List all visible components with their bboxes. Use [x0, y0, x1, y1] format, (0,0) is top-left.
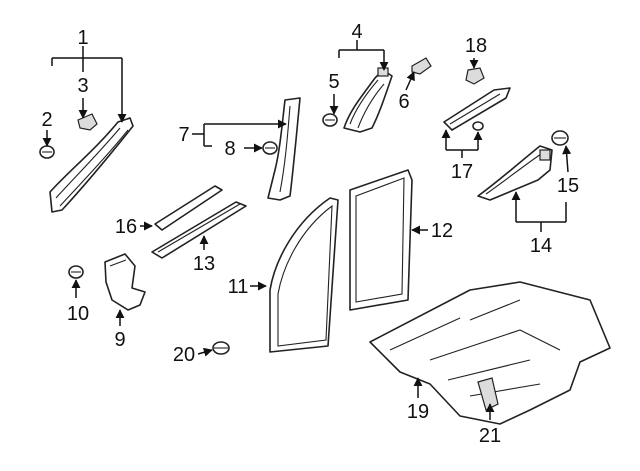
callout-8: 8 [224, 138, 235, 160]
clip-20 [212, 341, 230, 355]
callout-3: 3 [77, 75, 88, 97]
callout-5: 5 [328, 71, 339, 93]
clip-18 [465, 67, 485, 85]
callout-4: 4 [351, 21, 362, 43]
callout-labels: 1 2 3 4 5 6 7 8 9 10 11 12 13 14 15 16 1… [41, 21, 579, 447]
callout-20: 20 [173, 344, 195, 366]
clip-17b [472, 121, 484, 131]
callout-7: 7 [178, 124, 189, 146]
clip-10 [68, 265, 84, 279]
scuff-plate-16 [154, 185, 223, 231]
callout-12: 12 [431, 220, 453, 242]
callout-6: 6 [398, 91, 409, 113]
a-pillar-trim [49, 117, 134, 213]
callout-9: 9 [114, 329, 125, 351]
clip-2 [39, 145, 55, 159]
sill-plate-13 [151, 201, 247, 259]
bracket-3 [77, 113, 98, 131]
bracket-6 [411, 57, 432, 75]
quarter-trim-14 [477, 145, 553, 201]
b-pillar-upper-trim [343, 67, 393, 133]
callout-18: 18 [465, 35, 487, 57]
rear-sill-trim-17 [443, 87, 511, 131]
front-door-weatherstrip [269, 197, 339, 353]
clip-8 [262, 141, 278, 155]
clip-15 [551, 130, 569, 146]
leader-lines [42, 40, 572, 420]
callout-21: 21 [479, 425, 501, 447]
callout-16: 16 [115, 216, 137, 238]
callout-15: 15 [557, 175, 579, 197]
floor-carpet-19 [369, 281, 611, 425]
callout-10: 10 [67, 303, 89, 325]
insulator-21 [477, 377, 499, 411]
callout-1: 1 [77, 27, 88, 49]
callout-13: 13 [193, 253, 215, 275]
callout-19: 19 [407, 401, 429, 423]
kick-panel-9 [104, 253, 146, 311]
callout-2: 2 [41, 109, 52, 131]
callout-14: 14 [530, 235, 552, 257]
callout-17: 17 [451, 161, 473, 183]
callout-11: 11 [228, 276, 249, 298]
clip-5 [322, 113, 338, 127]
rear-door-weatherstrip [349, 169, 413, 311]
